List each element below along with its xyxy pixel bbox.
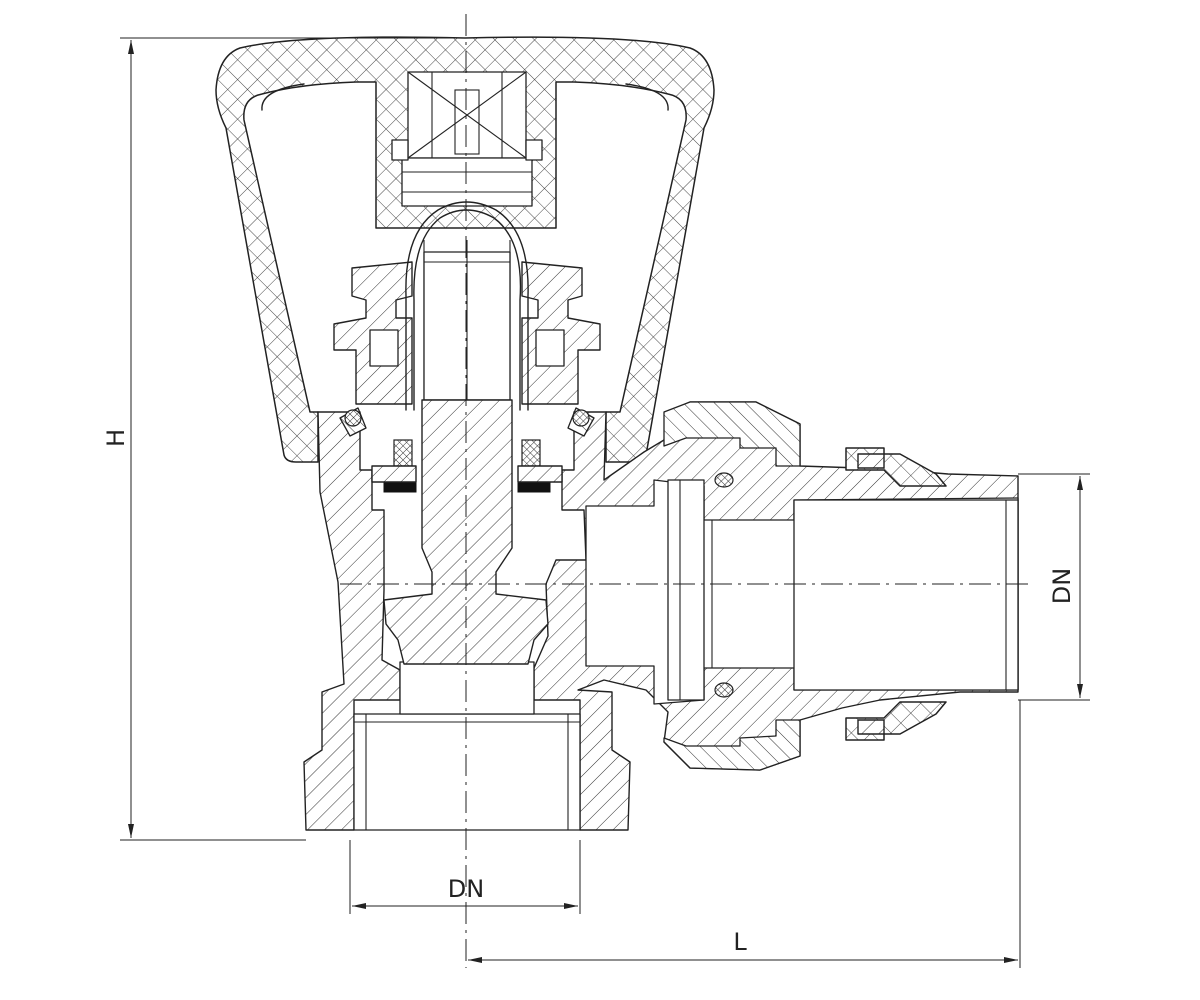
union-o-rings — [714, 472, 734, 698]
height-label: H — [102, 429, 130, 447]
tail-ring — [845, 447, 947, 741]
length-label: L — [733, 928, 747, 956]
side-diameter-label: DN — [1048, 568, 1076, 604]
dimension-side-diameter: DN — [1018, 473, 1090, 701]
stem-seals — [339, 407, 595, 493]
square-drive-insert — [391, 71, 543, 207]
bottom-diameter-label: DN — [448, 875, 484, 903]
bonnet-nut — [333, 261, 601, 405]
dimension-bottom-diameter: DN — [349, 840, 581, 914]
valve-stem — [423, 240, 511, 401]
union-nut — [663, 401, 801, 771]
valve-body — [303, 401, 1019, 831]
dimension-height: H — [102, 37, 460, 841]
center-lines — [340, 14, 1030, 968]
dimension-length: L — [468, 700, 1021, 968]
